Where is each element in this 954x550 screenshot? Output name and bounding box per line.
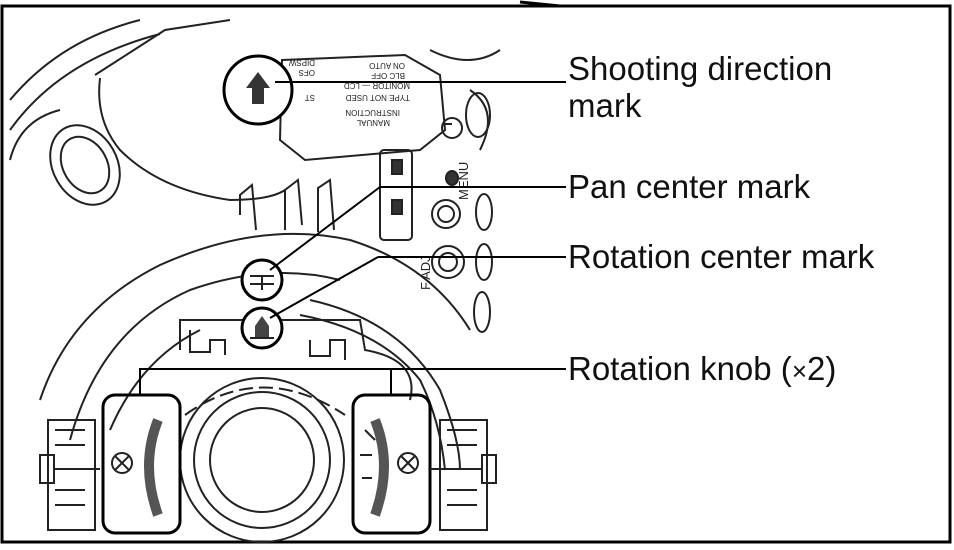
switch-board <box>278 53 447 162</box>
leader-pan <box>269 186 381 271</box>
label-instruction: INSTRUCTION <box>345 108 400 117</box>
label-fadj: F.ADJ <box>418 255 433 290</box>
callout-shooting-line2: mark <box>568 87 642 124</box>
knob-grip-right <box>370 418 389 517</box>
label-blc-off: BLC OFF <box>371 71 405 80</box>
callout-shooting-line1: Shooting direction <box>568 50 833 87</box>
label-st: ST <box>305 93 315 102</box>
leader-rotation-center <box>269 256 379 319</box>
label-type-not-used: TYPE NOT USED <box>345 93 410 102</box>
label-monitor-lcd: MONITOR — LCD <box>344 81 410 90</box>
fadj-dial <box>431 245 465 279</box>
knob-grip-left <box>144 418 163 517</box>
lens <box>209 407 315 513</box>
rotation-center-icon <box>255 316 269 338</box>
label-manual: MANUAL <box>356 118 390 127</box>
label-menu: MENU <box>456 162 471 200</box>
knob-screw-right <box>397 452 419 474</box>
figure-border <box>0 4 952 544</box>
rotation-knob-prefix: Rotation knob ( <box>568 350 792 387</box>
dome-arc <box>39 232 471 401</box>
knob-screw-left <box>111 452 133 474</box>
callout-rotation-center: Rotation center mark <box>568 238 875 275</box>
menu-dial <box>431 199 461 229</box>
housing-arc <box>9 19 141 101</box>
shooting-arrow-icon <box>246 72 270 104</box>
mounting-hole <box>49 124 121 206</box>
button <box>441 117 463 139</box>
callout-pan-center: Pan center mark <box>568 168 811 205</box>
rotation-knob-suffix: 2) <box>807 350 837 387</box>
label-dipsw: DIPSW <box>288 58 315 67</box>
rotation-knob-cross: × <box>791 356 807 386</box>
label-on-auto: ON AUTO <box>369 61 405 70</box>
callout-shooting-direction: Shooting direction mark <box>568 50 832 124</box>
rotation-knob-left <box>101 393 182 535</box>
leader-rotation-knob <box>139 368 566 395</box>
label-ofs: OFS <box>299 68 315 77</box>
callout-rotation-knob: Rotation knob (×2) <box>568 350 836 390</box>
